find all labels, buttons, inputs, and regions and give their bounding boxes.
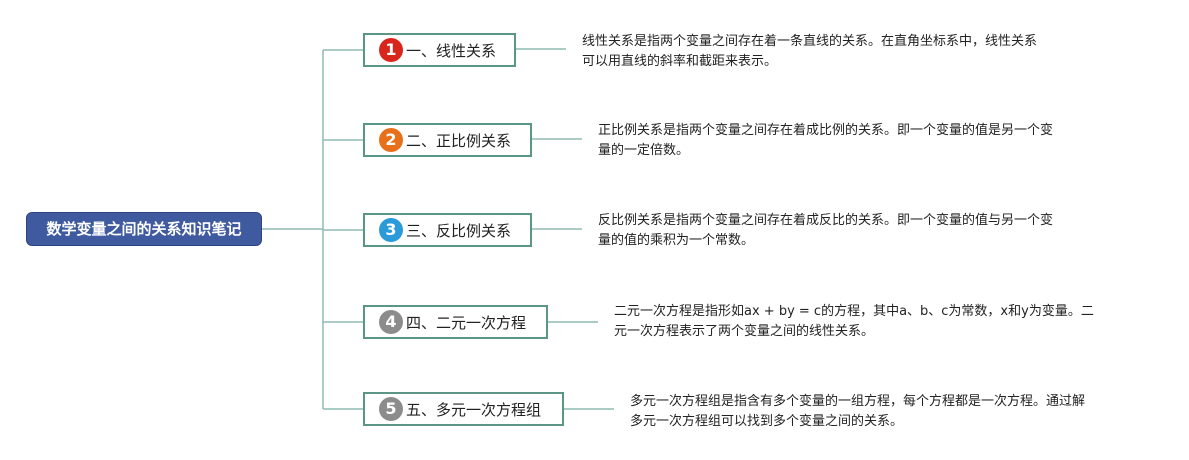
number-badge-5: 5: [379, 397, 403, 421]
root-topic[interactable]: 数学变量之间的关系知识笔记: [26, 212, 262, 246]
description-linear-equation-system: 多元一次方程组是指含有多个变量的一组方程，每个方程都是一次方程。通过解 多元一次…: [630, 392, 1085, 432]
description-line: 反比例关系是指两个变量之间存在着成反比的关系。即一个变量的值与另一个变: [598, 213, 1054, 228]
branch-label: 三、反比例关系: [406, 221, 512, 240]
branch-linear-equation-system[interactable]: 5 五、多元一次方程组: [363, 392, 564, 426]
number-badge-4: 4: [379, 310, 403, 334]
description-line: 量的值的乘积为一个常数。: [598, 233, 755, 248]
description-linear-equation-two-variables: 二元一次方程是指形如ax + by = c的方程，其中a、b、c为常数，x和y为…: [614, 302, 1094, 342]
branch-direct-proportion[interactable]: 2 二、正比例关系: [363, 123, 532, 157]
description-line: 二元一次方程是指形如ax + by = c的方程，其中a、b、c为常数，x和y为…: [614, 304, 1094, 319]
description-line: 可以用直线的斜率和截距来表示。: [582, 54, 778, 69]
branch-label: 四、二元一次方程: [406, 313, 527, 332]
branch-linear-equation-two-variables[interactable]: 4 四、二元一次方程: [363, 305, 548, 339]
description-line: 多元一次方程组可以找到多个变量之间的关系。: [630, 414, 904, 429]
branch-label: 二、正比例关系: [406, 131, 512, 150]
branch-linear-relation[interactable]: 1 一、线性关系: [363, 33, 516, 67]
number-badge-3: 3: [379, 218, 403, 242]
description-inverse-proportion: 反比例关系是指两个变量之间存在着成反比的关系。即一个变量的值与另一个变 量的值的…: [598, 211, 1053, 251]
number-badge-1: 1: [379, 38, 403, 62]
number-badge-2: 2: [379, 128, 403, 152]
branch-inverse-proportion[interactable]: 3 三、反比例关系: [363, 213, 532, 247]
branch-label: 一、线性关系: [406, 41, 497, 60]
description-line: 量的一定倍数。: [598, 143, 690, 158]
description-line: 线性关系是指两个变量之间存在着一条直线的关系。在直角坐标系中，线性关系: [582, 34, 1038, 49]
description-line: 元一次方程表示了两个变量之间的线性关系。: [614, 324, 875, 339]
description-line: 多元一次方程组是指含有多个变量的一组方程，每个方程都是一次方程。通过解: [630, 394, 1086, 409]
branch-label: 五、多元一次方程组: [406, 400, 542, 419]
description-line: 正比例关系是指两个变量之间存在着成比例的关系。即一个变量的值是另一个变: [598, 123, 1054, 138]
description-linear-relation: 线性关系是指两个变量之间存在着一条直线的关系。在直角坐标系中，线性关系 可以用直…: [582, 32, 1037, 72]
description-direct-proportion: 正比例关系是指两个变量之间存在着成比例的关系。即一个变量的值是另一个变 量的一定…: [598, 121, 1053, 161]
